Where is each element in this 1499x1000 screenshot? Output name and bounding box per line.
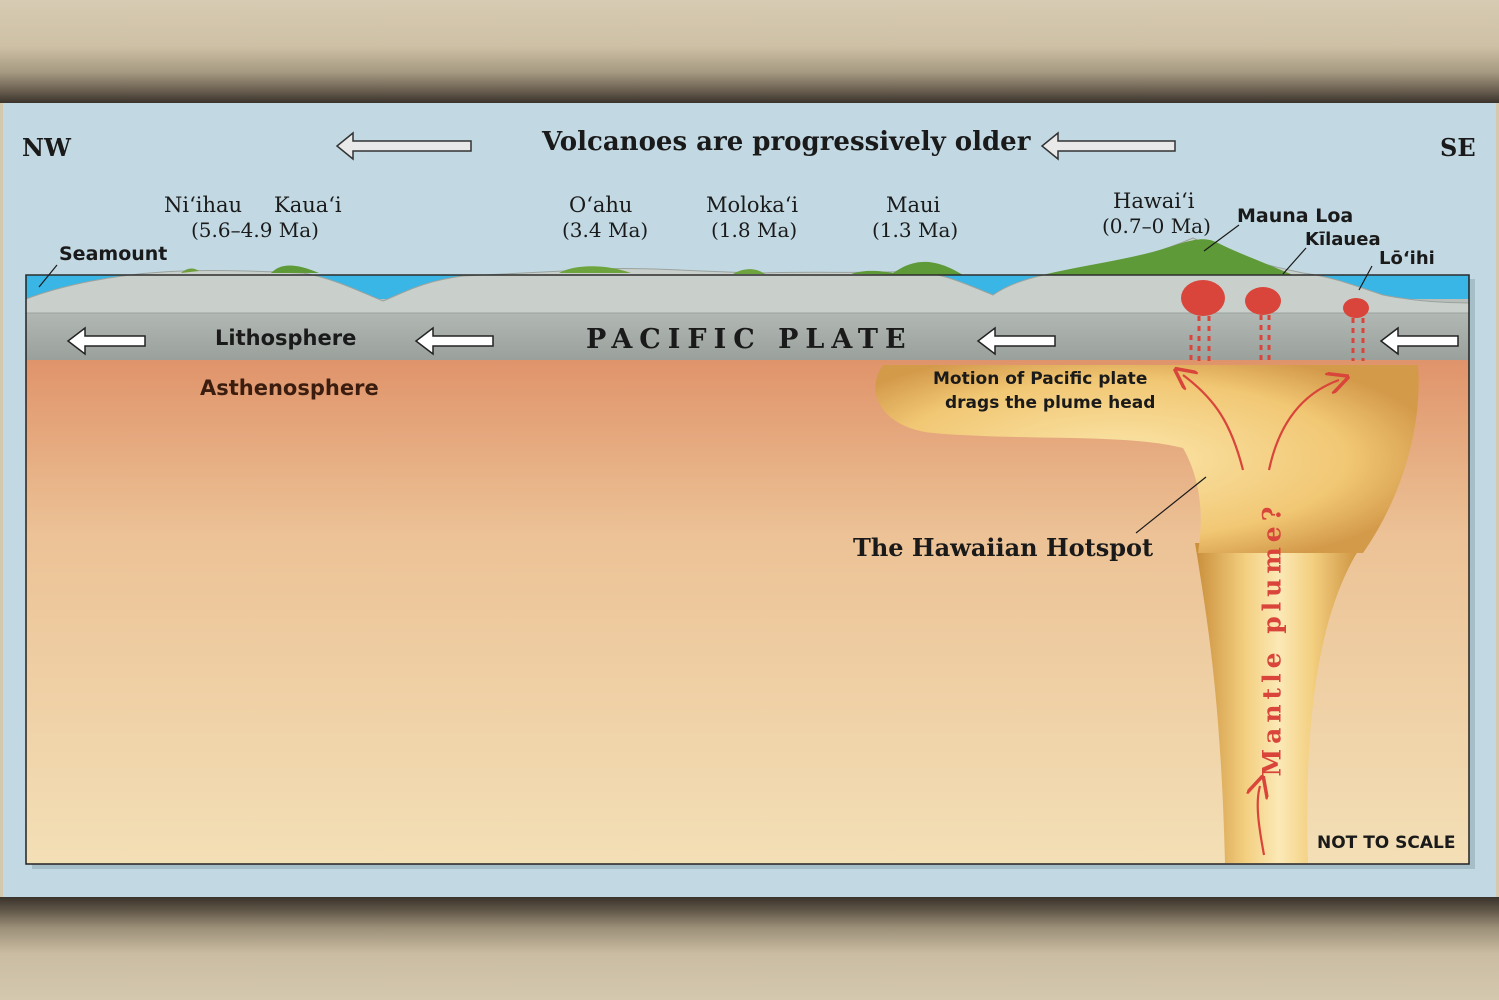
island-kauai: Kaua‘i bbox=[274, 193, 342, 217]
plate-motion-arrow-3 bbox=[976, 326, 1056, 356]
kilauea-label: Kīlauea bbox=[1305, 229, 1381, 250]
island-molokai-age: (1.8 Ma) bbox=[711, 218, 798, 242]
hotspot-leader bbox=[1135, 476, 1207, 534]
island-oahu-age: (3.4 Ma) bbox=[562, 218, 649, 242]
pacific-plate-label: PACIFIC PLATE bbox=[586, 324, 913, 355]
flow-arrow-up bbox=[1258, 786, 1264, 856]
oahu-island bbox=[559, 266, 631, 273]
direction-se: SE bbox=[1440, 133, 1476, 162]
direction-nw: NW bbox=[22, 133, 71, 162]
not-to-scale-note: NOT TO SCALE bbox=[1317, 833, 1456, 853]
island-oahu: O‘ahu bbox=[569, 193, 633, 217]
island-molokai: Moloka‘i bbox=[706, 193, 799, 217]
cross-section-diagram bbox=[25, 131, 1475, 869]
kauai-island bbox=[271, 265, 319, 273]
mantle-plume-label: Mantle plume? bbox=[1257, 501, 1287, 777]
island-kauai-age: (5.6–4.9 Ma) bbox=[191, 218, 319, 242]
plume-head-note-line2: drags the plume head bbox=[945, 393, 1156, 413]
frame-bottom-border bbox=[0, 897, 1499, 1000]
plume-head bbox=[875, 365, 1419, 553]
hotspot-label: The Hawaiian Hotspot bbox=[853, 533, 1154, 562]
seamount-leader bbox=[38, 264, 58, 288]
asthenosphere-label: Asthenosphere bbox=[200, 376, 379, 400]
molokai-island bbox=[733, 269, 765, 274]
mantle-plume-stem bbox=[1195, 543, 1363, 863]
frame-top-border bbox=[0, 0, 1499, 103]
island-maui-age: (1.3 Ma) bbox=[872, 218, 959, 242]
island-maui: Maui bbox=[886, 193, 941, 217]
loihi-leader bbox=[1358, 265, 1373, 291]
plume-head-note-line1: Motion of Pacific plate bbox=[933, 369, 1148, 389]
flow-arrow-right bbox=[1267, 380, 1339, 471]
banner-title: Volcanoes are progressively older bbox=[542, 127, 1031, 157]
older-arrow-right bbox=[1040, 131, 1176, 161]
plate-motion-arrow-2 bbox=[414, 326, 494, 356]
loihi-label: Lō‘ihi bbox=[1379, 248, 1435, 269]
mauna-loa-label: Mauna Loa bbox=[1237, 205, 1354, 227]
mauna-loa-leader bbox=[1203, 224, 1240, 252]
kilauea-leader bbox=[1282, 247, 1307, 275]
niihau-island bbox=[181, 268, 199, 273]
seamount-label: Seamount bbox=[59, 243, 168, 265]
older-arrow-left bbox=[335, 131, 472, 161]
magma-chambers bbox=[1181, 280, 1369, 361]
island-niihau: Ni‘ihau bbox=[164, 193, 243, 217]
island-hawaii: Hawai‘i bbox=[1113, 189, 1195, 213]
island-hawaii-age: (0.7–0 Ma) bbox=[1102, 214, 1211, 238]
hawaii-island bbox=[1043, 239, 1293, 275]
poster: NW SE Volcanoes are progressively older … bbox=[3, 103, 1496, 897]
plate-motion-arrow-1 bbox=[66, 326, 146, 356]
plate-motion-arrow-4 bbox=[1379, 326, 1459, 356]
lithosphere-label: Lithosphere bbox=[215, 326, 357, 350]
maui-island bbox=[851, 261, 963, 275]
flow-arrow-left bbox=[1183, 375, 1245, 471]
